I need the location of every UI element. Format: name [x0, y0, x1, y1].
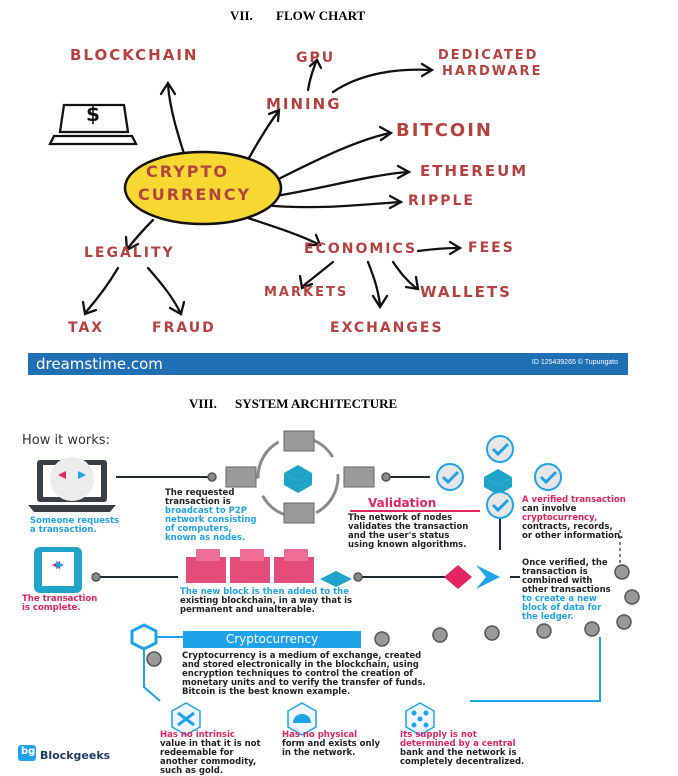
text-line: to create a new — [522, 594, 597, 604]
text-line: monetary units and to verify the transfe… — [182, 678, 426, 688]
text-line: cryptocurrency, — [522, 513, 598, 523]
flow-chart-image: $ CRYPTO CURRENCY BLOCKCHAIN GPU DEDICAT… — [28, 30, 628, 375]
system-architecture-image: How it works: Someone requests a transac… — [0, 425, 678, 776]
text-line: of computers, — [165, 524, 232, 534]
text-line: network consisting — [165, 515, 257, 525]
node-tax: TAX — [68, 320, 105, 336]
text-line: Once verified, the — [522, 558, 608, 568]
heading-title: SYSTEM ARCHITECTURE — [235, 396, 398, 411]
text-line: and stored electronically in the blockch… — [182, 660, 419, 670]
watermark-logo: dreamstime.com — [36, 355, 163, 373]
text-line: such as gold. — [160, 766, 224, 776]
node-ethereum: ETHEREUM — [420, 162, 529, 180]
text-line: Has no physical — [282, 730, 358, 740]
text-line: encryption techniques to control the cre… — [182, 669, 413, 679]
text-line: A verified transaction — [522, 495, 626, 505]
text-line: using known algorithms. — [348, 540, 467, 550]
laptop-dollar-icon: $ — [86, 102, 100, 126]
text-line: The transaction — [22, 594, 98, 604]
text-line: The network of nodes — [348, 513, 453, 523]
text-line: form and exists only — [282, 739, 381, 749]
how-it-works-title: How it works: — [22, 433, 110, 448]
node-ripple: RIPPLE — [408, 193, 475, 209]
text-line: Has no intrinsic — [160, 730, 235, 740]
node-fees: FEES — [468, 240, 515, 256]
architecture-lines — [18, 430, 640, 761]
blockgeeks-logo-mark: bg — [21, 746, 36, 757]
text-line: Its supply is not — [400, 730, 477, 740]
text-line: redeemable for — [160, 748, 234, 758]
node-hardware: HARDWARE — [442, 64, 543, 79]
feature-supply-text: Its supply is not determined by a centra… — [400, 731, 524, 767]
text-line: other transactions — [522, 585, 611, 595]
text-line: permanent and unalterable. — [180, 605, 315, 615]
text-line: Bitcoin is the best known example. — [182, 687, 351, 697]
node-fraud: FRAUD — [152, 320, 216, 336]
text-line: completely decentralized. — [400, 757, 525, 767]
text-line: contracts, records, — [522, 522, 613, 532]
node-blockchain: BLOCKCHAIN — [70, 46, 199, 64]
text-line: existing blockchain, in a way that is — [180, 596, 353, 606]
heading-title: FLOW CHART — [276, 8, 366, 23]
node-economics: ECONOMICS — [304, 241, 418, 257]
blockgeeks-logo: Blockgeeks — [40, 749, 111, 762]
section-viii-heading: VIII. SYSTEM ARCHITECTURE — [189, 396, 397, 412]
text-line: or other information. — [522, 531, 624, 541]
step6-text: The new block is then added to the exist… — [180, 588, 352, 615]
text-line: The requested — [165, 488, 235, 498]
text-line: Cryptocurrency is a medium of exchange, … — [182, 651, 422, 661]
text-line: known as nodes. — [165, 533, 246, 543]
validation-label: Validation — [368, 496, 437, 510]
feature-physical-text: Has no physical form and exists only in … — [282, 731, 380, 758]
step3-text: The network of nodes validates the trans… — [348, 514, 468, 550]
text-line: combined with — [522, 576, 593, 586]
step7-text: The transaction is complete. — [22, 595, 97, 613]
step4-text: A verified transaction can involve crypt… — [522, 496, 626, 541]
node-dedicated: DEDICATED — [438, 48, 539, 63]
text-line: broadcast to P2P — [165, 506, 248, 516]
text-line: in the network. — [282, 748, 356, 758]
text-line: another commodity, — [160, 757, 257, 767]
step1-text: Someone requests a transaction. — [30, 517, 119, 535]
text-line: Someone requests — [30, 516, 120, 526]
step5-text: Once verified, the transaction is combin… — [522, 559, 611, 622]
text-line: is complete. — [22, 603, 81, 613]
text-line: and the user's status — [348, 531, 450, 541]
center-node-line1: CRYPTO — [146, 162, 230, 181]
watermark-bar: dreamstime.com ID 125439265 © Tupungato — [28, 353, 628, 375]
section-vii-heading: VII. FLOW CHART — [230, 8, 365, 24]
node-wallets: WALLETS — [420, 283, 512, 301]
text-line: The new block is then added to the — [180, 587, 349, 597]
text-line: transaction is — [522, 567, 588, 577]
text-line: validates the transaction — [348, 522, 469, 532]
center-node-line2: CURRENCY — [138, 185, 252, 204]
node-legality: LEGALITY — [84, 245, 175, 261]
feature-intrinsic-text: Has no intrinsic value in that it is not… — [160, 731, 261, 776]
heading-number: VII. — [230, 8, 253, 23]
text-line: the ledger. — [522, 612, 574, 622]
text-line: a transaction. — [30, 525, 97, 535]
text-line: transaction is — [165, 497, 231, 507]
heading-number: VIII. — [189, 396, 217, 411]
node-exchanges: EXCHANGES — [330, 320, 444, 336]
flow-chart-arrows — [48, 58, 463, 316]
node-bitcoin: BITCOIN — [396, 120, 493, 141]
text-line: determined by a central — [400, 739, 516, 749]
node-markets: MARKETS — [264, 285, 349, 300]
node-gpu: GPU — [296, 50, 336, 66]
watermark-id: ID 125439265 © Tupungato — [531, 359, 618, 366]
node-mining: MINING — [266, 95, 342, 113]
cryptocurrency-title-bar: Cryptocurrency — [183, 631, 361, 648]
cryptocurrency-description: Cryptocurrency is a medium of exchange, … — [182, 652, 426, 697]
text-line: block of data for — [522, 603, 602, 613]
step2-text: The requested transaction is broadcast t… — [165, 489, 256, 543]
text-line: can involve — [522, 504, 577, 514]
text-line: value in that it is not — [160, 739, 261, 749]
text-line: bank and the network is — [400, 748, 517, 758]
